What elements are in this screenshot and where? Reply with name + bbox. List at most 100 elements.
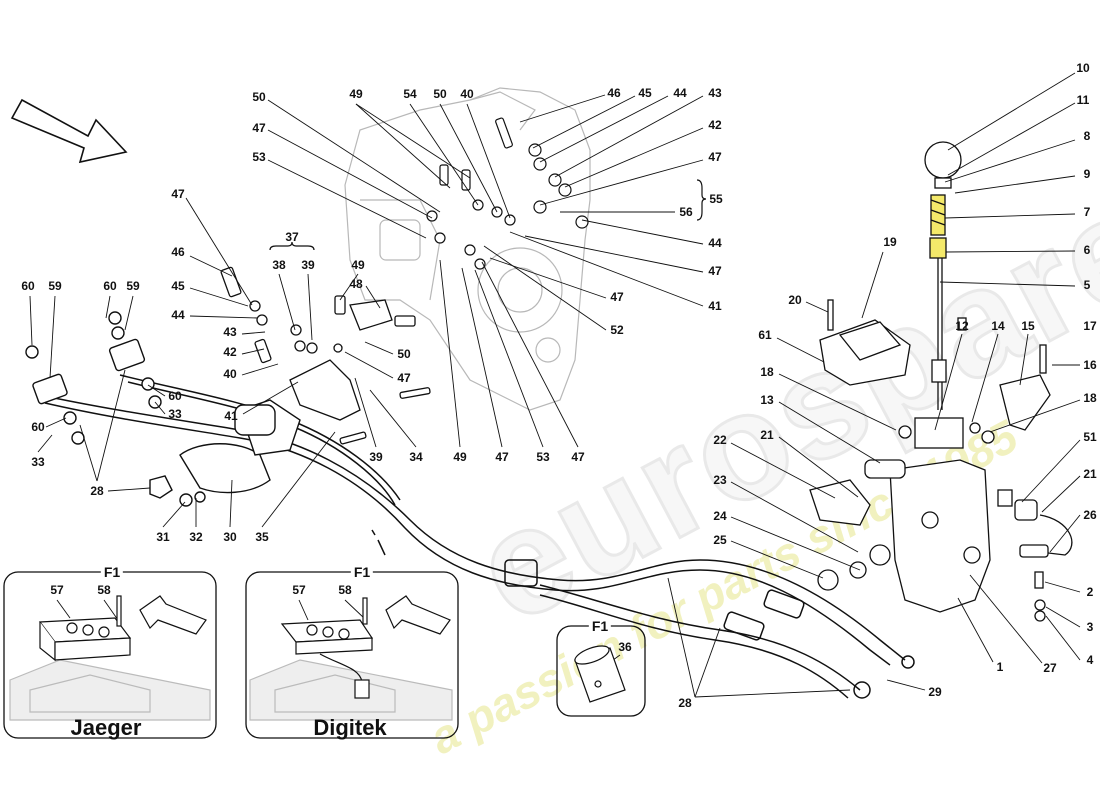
callout-number: 44 <box>171 308 185 322</box>
leader-line <box>369 389 417 448</box>
leader-line <box>1045 606 1081 628</box>
leader-line <box>954 175 1076 194</box>
callout-number: 32 <box>189 530 203 544</box>
callout-number: 47 <box>252 121 266 135</box>
leader-line <box>886 679 926 691</box>
callout-number: 57 <box>292 583 306 597</box>
leader-line <box>483 245 607 331</box>
inset-left-title: F1 <box>100 564 124 580</box>
callout-number: 61 <box>758 328 772 342</box>
callout-number: 47 <box>610 290 624 304</box>
leader-line <box>56 599 71 619</box>
callout-number: 26 <box>1083 508 1097 522</box>
leader-line <box>355 103 451 189</box>
leader-line <box>778 401 881 464</box>
leader-line <box>730 481 859 553</box>
leader-line <box>267 129 433 219</box>
callout-number: 53 <box>252 150 266 164</box>
callout-number: 47 <box>708 150 722 164</box>
leader-line <box>439 259 461 448</box>
callout-number: 50 <box>252 90 266 104</box>
callout-number: 44 <box>708 236 722 250</box>
callout-number: 21 <box>760 428 774 442</box>
leader-line <box>519 94 606 123</box>
callout-number: 49 <box>453 450 467 464</box>
callout-number: 23 <box>713 473 727 487</box>
leader-line <box>242 381 299 415</box>
leader-line <box>439 103 498 213</box>
callout-number: 37 <box>285 230 299 244</box>
inset-digitek-art <box>249 595 453 721</box>
leader-line <box>96 369 126 482</box>
shift-cables <box>39 374 915 699</box>
leader-line <box>667 577 696 698</box>
leader-line <box>989 399 1081 433</box>
leader-line <box>298 599 309 621</box>
callout-number: 24 <box>713 509 727 523</box>
leader-line <box>944 139 1076 183</box>
leader-line <box>730 442 836 499</box>
callout-number: 59 <box>48 279 62 293</box>
leader-line <box>945 250 1076 253</box>
leader-line <box>539 159 704 206</box>
callout-number: 56 <box>679 205 693 219</box>
leader-line <box>147 384 166 397</box>
leader-line <box>1044 581 1081 593</box>
callout-number: 25 <box>713 533 727 547</box>
callout-number: 18 <box>760 365 774 379</box>
leader-line <box>241 348 265 355</box>
callout-number: 47 <box>171 187 185 201</box>
leader-line <box>1045 615 1081 661</box>
leader-line <box>409 103 479 206</box>
callout-number: 45 <box>638 86 652 100</box>
leader-line <box>189 315 259 319</box>
callout-number: 50 <box>397 347 411 361</box>
leader-line <box>524 235 704 273</box>
callout-number: 50 <box>433 87 447 101</box>
leader-line <box>37 434 53 453</box>
leader-line <box>969 574 1043 664</box>
leader-line <box>267 159 427 239</box>
callout-number: 44 <box>673 86 687 100</box>
leader-line <box>45 417 67 428</box>
leader-line <box>154 401 166 415</box>
leader-line <box>103 599 119 621</box>
leader-line <box>344 351 394 379</box>
callout-number: 42 <box>223 345 237 359</box>
callout-number: 58 <box>338 583 352 597</box>
callout-number: 8 <box>1083 129 1091 143</box>
callout-number: 29 <box>928 685 942 699</box>
leader-line <box>554 95 704 178</box>
leader-line <box>107 487 151 492</box>
callout-number: 9 <box>1083 167 1091 181</box>
callout-number: 28 <box>678 696 692 710</box>
leader-line <box>539 95 669 163</box>
leader-line <box>861 251 884 319</box>
leader-line <box>1019 333 1029 386</box>
callout-number: 13 <box>760 393 774 407</box>
callout-number: 21 <box>1083 467 1097 481</box>
callout-number: 47 <box>571 450 585 464</box>
leader-line <box>489 257 607 299</box>
callout-number: 12 <box>955 319 969 333</box>
callout-number: 34 <box>409 450 423 464</box>
callout-number: 39 <box>369 450 383 464</box>
callout-number: 60 <box>168 389 182 403</box>
leader-line <box>241 331 266 335</box>
callout-number: 43 <box>708 86 722 100</box>
callout-number: 39 <box>301 258 315 272</box>
leader-line <box>939 281 1076 287</box>
direction-arrow <box>10 98 128 164</box>
inset-jaeger-art <box>9 595 211 721</box>
leader-line <box>778 436 859 498</box>
leader-line <box>162 501 186 528</box>
callout-number: 51 <box>1083 430 1097 444</box>
leader-line <box>307 273 313 341</box>
callout-number: 17 <box>1083 319 1097 333</box>
callout-number: 60 <box>31 420 45 434</box>
leader-line <box>461 267 503 448</box>
leader-line <box>1049 514 1081 553</box>
inset-middle-name: Digitek <box>313 715 387 740</box>
callout-number: 31 <box>156 530 170 544</box>
callout-number: 4 <box>1086 653 1094 667</box>
